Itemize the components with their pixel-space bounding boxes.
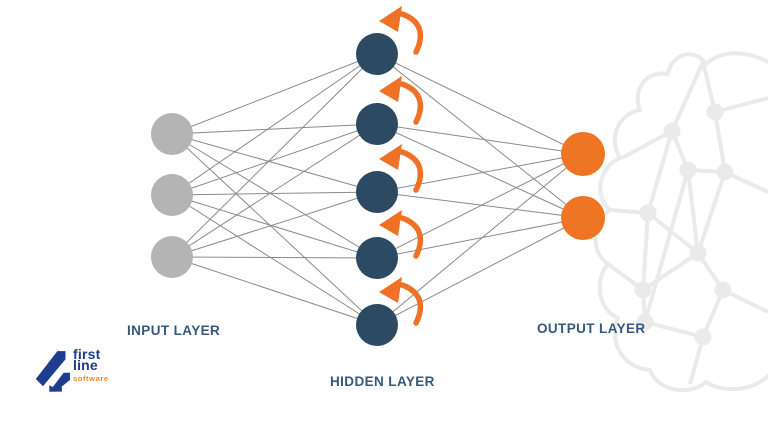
input-neuron bbox=[151, 113, 193, 155]
logo-word-line: line bbox=[73, 357, 98, 373]
recurrent-arrow-icon bbox=[379, 277, 424, 326]
brain-watermark bbox=[593, 51, 768, 392]
recurrent-arrow-icon bbox=[379, 144, 424, 193]
input-layer-neurons bbox=[151, 113, 193, 278]
hidden-neuron bbox=[356, 171, 398, 213]
connection-lines bbox=[171, 53, 584, 326]
logo-word-first: first bbox=[73, 346, 101, 362]
hidden-neuron bbox=[356, 33, 398, 75]
hidden-layer-neurons bbox=[356, 33, 398, 346]
hidden-neuron bbox=[356, 237, 398, 279]
output-layer-label: OUTPUT LAYER bbox=[537, 321, 646, 336]
output-neuron bbox=[561, 132, 605, 176]
hidden-neuron bbox=[356, 103, 398, 145]
input-neuron bbox=[151, 174, 193, 216]
recurrent-arrow-icon bbox=[379, 210, 424, 259]
output-neuron bbox=[561, 196, 605, 240]
firstline-software-logo: first line software bbox=[34, 344, 109, 396]
logo-word-software: software bbox=[73, 374, 109, 383]
input-neuron bbox=[151, 236, 193, 278]
input-layer-label: INPUT LAYER bbox=[127, 323, 221, 338]
output-layer-neurons bbox=[561, 132, 605, 240]
recurrent-arrow-icon bbox=[379, 6, 424, 55]
logo-wordmark: first line software bbox=[73, 346, 109, 384]
hidden-neuron bbox=[356, 304, 398, 346]
recurrent-arrow-icon bbox=[379, 76, 424, 125]
hidden-layer-label: HIDDEN LAYER bbox=[330, 374, 435, 389]
firstline-logo-icon bbox=[35, 351, 70, 392]
